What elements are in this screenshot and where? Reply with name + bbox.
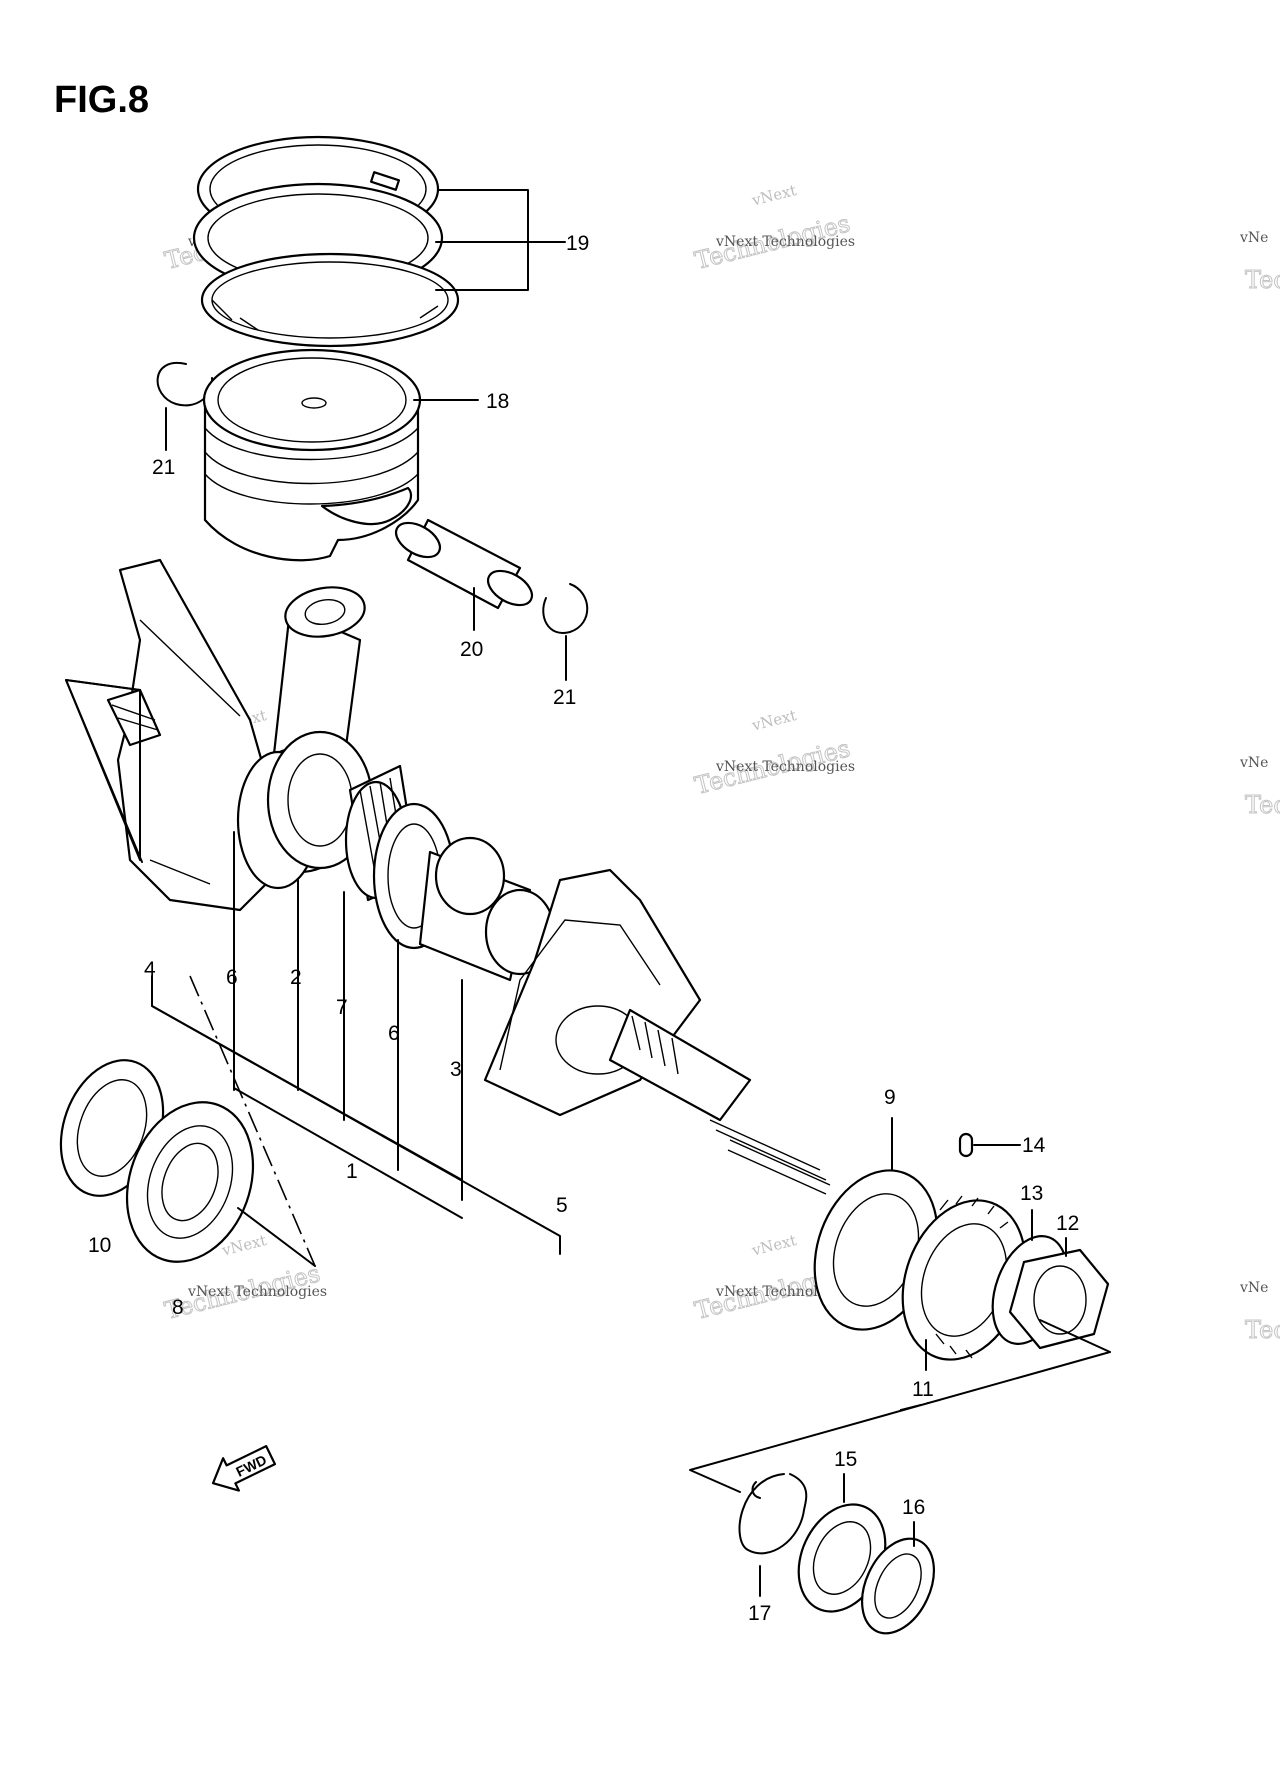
watermark-main: vNext Technologies bbox=[715, 234, 855, 250]
callout-7: 7 bbox=[336, 996, 348, 1019]
callout-21-left: 21 bbox=[152, 456, 175, 479]
watermark-edge: Tec bbox=[1245, 1316, 1280, 1344]
callout-8: 8 bbox=[172, 1296, 184, 1319]
callout-3: 3 bbox=[450, 1058, 462, 1081]
woodruff-key bbox=[958, 1132, 974, 1158]
watermark-small: vNext bbox=[749, 1231, 798, 1260]
piston-ring-set bbox=[192, 135, 460, 348]
callout-19: 19 bbox=[566, 232, 589, 255]
watermark-small: vNext bbox=[749, 706, 798, 735]
callout-4: 4 bbox=[144, 958, 156, 981]
oil-seal-right bbox=[861, 1537, 935, 1635]
ball-bearing-left bbox=[125, 1101, 255, 1263]
callout-5: 5 bbox=[556, 1194, 568, 1217]
watermark-edge: vNe bbox=[1239, 230, 1268, 246]
callout-16: 16 bbox=[902, 1496, 925, 1519]
crank-right-web bbox=[483, 868, 831, 1195]
watermark-edge: vNe bbox=[1239, 1280, 1268, 1296]
watermark-edge: vNe bbox=[1239, 755, 1268, 771]
watermark-main: vNext Technologies bbox=[187, 1284, 327, 1300]
callout-18: 18 bbox=[486, 390, 509, 413]
crank-nut bbox=[1008, 1248, 1110, 1350]
callout-6-right: 6 bbox=[388, 1022, 400, 1045]
callout-12: 12 bbox=[1056, 1212, 1079, 1235]
callout-15: 15 bbox=[834, 1448, 857, 1471]
watermark-small: vNext bbox=[749, 181, 798, 210]
callout-13: 13 bbox=[1020, 1182, 1043, 1205]
callout-10: 10 bbox=[88, 1234, 111, 1257]
leader-lines bbox=[65, 189, 1111, 1597]
watermark: vNext Technologies bbox=[691, 181, 853, 275]
piston bbox=[202, 348, 422, 562]
callout-6-left: 6 bbox=[226, 966, 238, 989]
circlip-right bbox=[542, 583, 589, 634]
callout-1: 1 bbox=[346, 1160, 358, 1183]
fwd-arrow: FWD bbox=[211, 1445, 277, 1492]
bearing-circlip bbox=[738, 1473, 808, 1555]
callout-2: 2 bbox=[290, 966, 302, 989]
callout-9: 9 bbox=[884, 1086, 896, 1109]
callout-11: 11 bbox=[912, 1378, 934, 1401]
watermark-main: vNext Technologies bbox=[715, 759, 855, 775]
callout-labels: 19 18 21 20 21 4 6 2 7 6 3 1 5 10 8 9 14… bbox=[88, 232, 1079, 1625]
watermark-edge: Tec bbox=[1245, 791, 1280, 819]
figure-title: FIG.8 bbox=[54, 79, 149, 121]
callout-20: 20 bbox=[460, 638, 483, 661]
crank-pin bbox=[418, 836, 556, 982]
watermark: vNext Technologies bbox=[691, 706, 853, 800]
piston-pin bbox=[394, 518, 534, 610]
callout-14: 14 bbox=[1022, 1134, 1046, 1157]
watermark-edge: Tec bbox=[1245, 266, 1280, 294]
callout-21-right: 21 bbox=[553, 686, 576, 709]
callout-17: 17 bbox=[748, 1602, 771, 1625]
